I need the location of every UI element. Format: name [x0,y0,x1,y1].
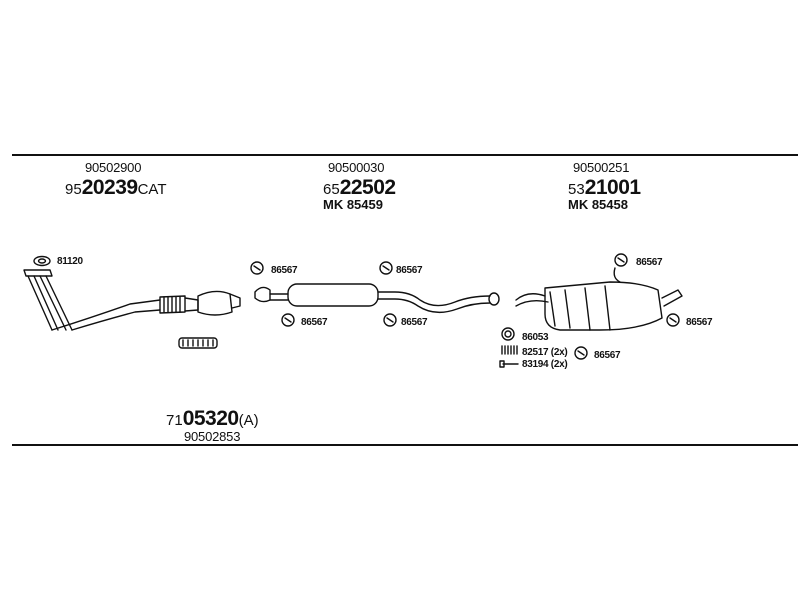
label-hanger-right-low: 86567 [594,350,621,361]
mid-code-main: 22502 [339,176,396,199]
gasket-icon [33,255,51,267]
label-hanger-right-top: 86567 [636,257,663,268]
right-code-main: 21001 [584,176,641,199]
label-hanger-mid-br: 86567 [401,317,428,328]
right-code-prefix: 53 [568,181,585,198]
label-hanger-right-side: 86567 [686,317,713,328]
left-code-prefix: 95 [65,181,82,198]
bolt-icon [499,360,519,368]
mid-part-number: 90500030 [328,160,385,175]
mid-code-prefix: 65 [323,181,340,198]
hanger-icon [281,313,295,327]
right-part-number: 90500251 [573,160,630,175]
bottom-code-suffix: (A) [238,412,259,429]
hanger-icon [383,313,397,327]
left-code-main: 20239 [81,176,138,199]
hanger-icon [379,261,393,275]
label-gasket: 81120 [57,256,83,267]
hanger-icon [614,253,628,267]
label-ring: 86053 [522,332,549,343]
left-code-suffix: CAT [137,181,167,198]
left-part-code: 9520239CAT [65,177,166,198]
bottom-code-prefix: 71 [166,412,183,429]
spring-icon [501,345,518,355]
ring-icon [501,327,515,341]
hanger-icon [574,346,588,360]
bottom-part-code: 7105320(A) [166,408,259,429]
bottom-rule [12,444,798,446]
label-spring: 82517 (2x) [522,347,568,358]
rear-muffler-icon [515,267,683,331]
bottom-part-number: 90502853 [184,429,241,444]
label-hanger-mid-tl: 86567 [271,265,298,276]
right-part-code: 5321001 [568,177,641,198]
mid-part-code: 6522502 [323,177,396,198]
label-hanger-mid-bl: 86567 [301,317,328,328]
bottom-code-main: 05320 [182,407,239,430]
front-pipe-icon [23,269,241,331]
label-hanger-mid-tr: 86567 [396,265,423,276]
middle-muffler-icon [254,283,500,314]
left-part-number: 90502900 [85,160,142,175]
hanger-icon [666,313,680,327]
hanger-icon [250,261,264,275]
clamp-icon [178,337,218,349]
right-mk-number: MK 85458 [568,197,628,212]
label-bolt: 83194 (2x) [522,359,568,370]
mid-mk-number: MK 85459 [323,197,383,212]
top-rule [12,154,798,156]
